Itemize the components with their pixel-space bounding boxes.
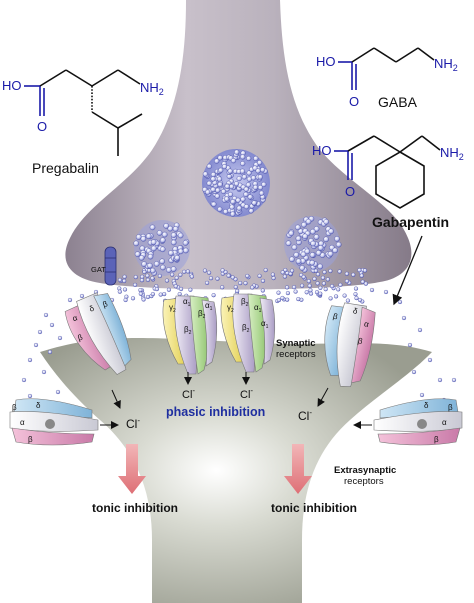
tonic-inhibition-label-right: tonic inhibition bbox=[271, 501, 357, 515]
postsynaptic-neuron bbox=[40, 338, 432, 603]
svg-text:β2: β2 bbox=[184, 325, 192, 336]
svg-text:β: β bbox=[434, 435, 439, 444]
vesicle-cluster-center bbox=[202, 149, 270, 217]
svg-text:α1: α1 bbox=[261, 319, 269, 330]
svg-text:γ2: γ2 bbox=[169, 303, 176, 314]
synaptic-receptors-label-1: Synaptic bbox=[276, 338, 316, 349]
gaba-name: GABA bbox=[378, 94, 418, 110]
gaba-carbonyl-o: O bbox=[349, 94, 359, 109]
svg-text:α1: α1 bbox=[183, 297, 191, 308]
svg-text:δ: δ bbox=[424, 401, 429, 410]
vesicle-cluster-right bbox=[284, 215, 342, 274]
synaptic-receptors-label-2: receptors bbox=[276, 349, 316, 360]
cl-label-synaptic-left: Cl- bbox=[182, 386, 195, 401]
svg-text:β: β bbox=[12, 403, 17, 412]
svg-text:β: β bbox=[102, 299, 110, 309]
gabapentin-carbonyl-o: O bbox=[345, 184, 355, 199]
extrasynaptic-receptor-lower-left: β α β δ bbox=[9, 398, 99, 446]
pregabalin-name: Pregabalin bbox=[32, 160, 99, 176]
svg-text:β: β bbox=[332, 312, 339, 322]
synaptic-receptor-left: γ2 α1 β2 β2 α1 bbox=[162, 295, 218, 375]
presynaptic-terminal bbox=[65, 0, 412, 290]
gabapentin-name: Gabapentin bbox=[372, 214, 449, 230]
svg-text:β: β bbox=[448, 403, 453, 412]
tonic-arrow-left bbox=[118, 444, 146, 494]
chloride-flow: Cl- Cl- Cl- Cl- bbox=[100, 372, 372, 431]
extrasynaptic-receptors-label-1: Extrasynaptic bbox=[334, 465, 396, 476]
svg-text:α: α bbox=[363, 319, 370, 329]
svg-text:γ2: γ2 bbox=[227, 303, 234, 314]
tonic-arrow-right bbox=[284, 444, 312, 494]
synaptic-receptor-right: γ2 β2 α1 β2 α1 bbox=[220, 293, 276, 373]
gabapentin-amine: NH2 bbox=[440, 145, 464, 162]
gaba-amine: NH2 bbox=[434, 56, 458, 73]
cl-label-right: Cl- bbox=[298, 408, 312, 423]
gat-label: GAT bbox=[91, 265, 106, 274]
svg-text:β2: β2 bbox=[198, 309, 206, 320]
extrasynaptic-receptors-label-2: receptors bbox=[344, 476, 384, 487]
pregabalin-hydroxyl: HO bbox=[2, 78, 22, 93]
svg-text:β: β bbox=[77, 333, 85, 343]
extrasynaptic-receptor-lower-right: β α β δ bbox=[373, 398, 463, 446]
extrasynaptic-receptor-upper-right: δ β α β bbox=[324, 302, 376, 388]
gat-transporter: GAT bbox=[91, 246, 117, 286]
svg-text:δ: δ bbox=[36, 401, 41, 410]
svg-text:α: α bbox=[71, 313, 79, 323]
pregabalin-structure: HO O NH2 Pregabalin bbox=[2, 69, 164, 176]
tonic-inhibition-label-left: tonic inhibition bbox=[92, 501, 178, 515]
gabapentin-structure: HO O NH2 Gabapentin bbox=[312, 135, 464, 306]
svg-text:α1: α1 bbox=[205, 301, 213, 312]
gabapentin-hydroxyl: HO bbox=[312, 143, 332, 158]
svg-text:α: α bbox=[20, 418, 25, 427]
svg-text:β: β bbox=[357, 336, 364, 346]
svg-text:β: β bbox=[28, 435, 33, 444]
extrasynaptic-receptor-upper-left: α β δ β bbox=[64, 292, 132, 375]
cl-label-synaptic-right: Cl- bbox=[240, 386, 253, 401]
svg-text:δ: δ bbox=[88, 304, 96, 314]
vesicle-cluster-left bbox=[133, 220, 190, 276]
gabapentin-pointer-arrow bbox=[392, 235, 423, 306]
svg-text:β2: β2 bbox=[241, 297, 249, 308]
svg-text:α: α bbox=[442, 418, 447, 427]
pregabalin-carbonyl-o: O bbox=[37, 119, 47, 134]
phasic-inhibition-label: phasic inhibition bbox=[166, 405, 265, 419]
svg-text:β2: β2 bbox=[242, 323, 250, 334]
cl-label-left: Cl- bbox=[126, 416, 140, 431]
pregabalin-amine: NH2 bbox=[140, 80, 164, 97]
gaba-hydroxyl: HO bbox=[316, 54, 336, 69]
svg-text:δ: δ bbox=[352, 306, 359, 316]
gaba-structure: HO O NH2 GABA bbox=[316, 47, 458, 110]
svg-text:α1: α1 bbox=[254, 303, 262, 314]
